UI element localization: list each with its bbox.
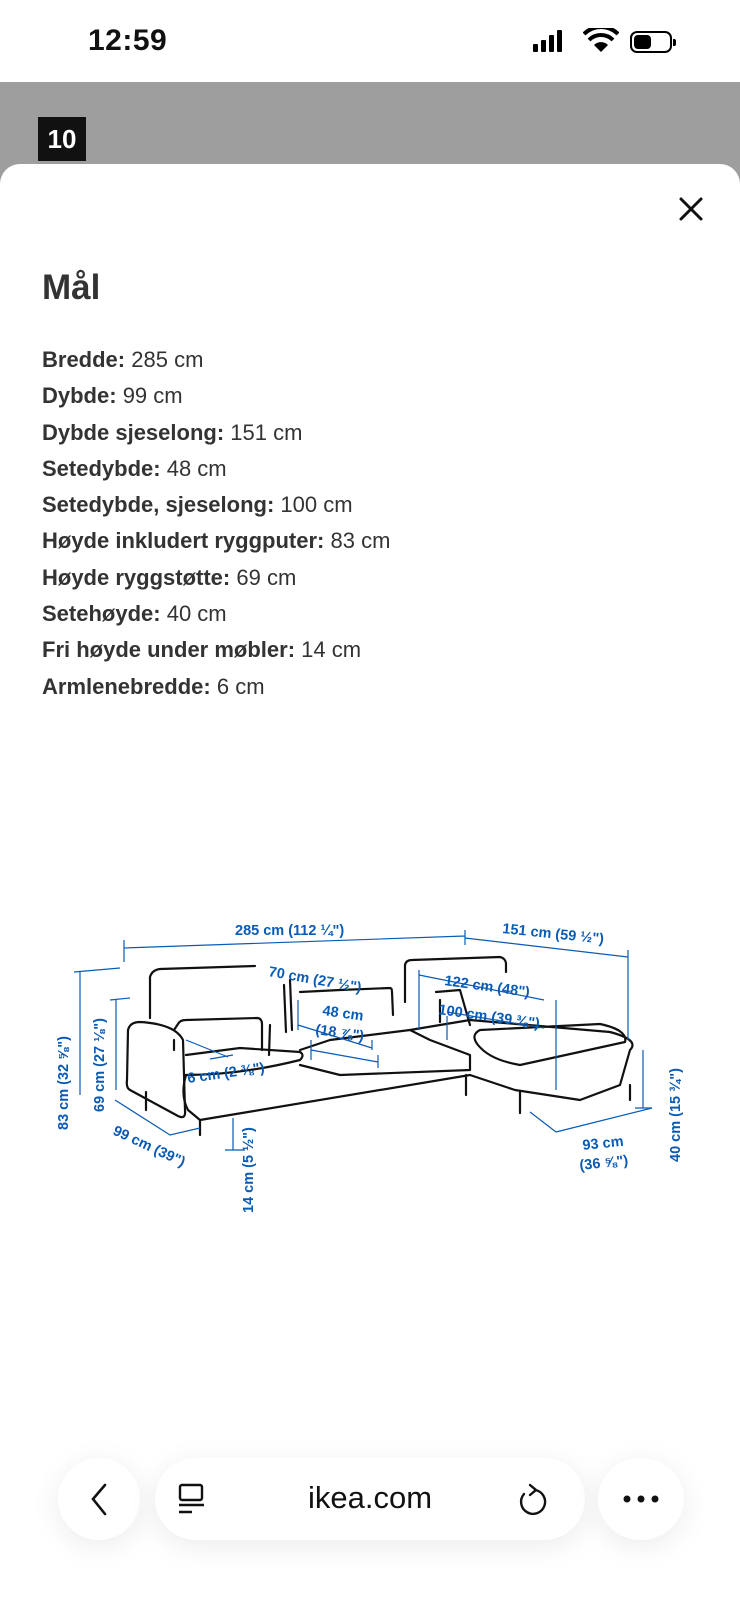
reader-mode-icon: [178, 1483, 204, 1514]
wifi-icon: [583, 28, 619, 52]
spec-value: 99 cm: [122, 383, 183, 409]
height-cushions-label: 83 cm (32 ⅝"): [56, 1036, 72, 1130]
spec-value: 48 cm: [166, 455, 227, 481]
spec-label: Høyde inkludert ryggputer:: [42, 528, 325, 554]
dimension-labels: 285 cm (112 ¼") 151 cm (59 ½") 70 cm (27…: [56, 921, 684, 1213]
back-button[interactable]: [58, 1458, 140, 1540]
battery-icon: [630, 31, 676, 53]
chaise-seat-depth-label: 100 cm (39 ⅜"): [437, 1002, 540, 1032]
sofa-dimension-diagram: 285 cm (112 ¼") 151 cm (59 ½") 70 cm (27…: [56, 921, 684, 1213]
spec-row: Høyde inkludert ryggputer: 83 cm: [42, 523, 390, 559]
spec-row: Armlenebredde: 6 cm: [42, 669, 390, 705]
chaise-width-label: 122 cm (48"): [443, 973, 530, 1001]
status-bar: 12:59: [0, 0, 740, 82]
spec-label: Dybde sjeselong:: [42, 419, 225, 445]
spec-row: Fri høyde under møbler: 14 cm: [42, 632, 390, 668]
depth-label: 99 cm (39"): [110, 1123, 187, 1170]
seat-depth-inch-label: (18 ⅞"): [314, 1022, 365, 1045]
spec-row: Høyde ryggstøtte: 69 cm: [42, 560, 390, 596]
spec-row: Setehøyde: 40 cm: [42, 596, 390, 632]
spec-label: Fri høyde under møbler:: [42, 637, 296, 663]
chaise-width-bottom-label: 93 cm: [582, 1134, 625, 1154]
spec-row: Setedybde: 48 cm: [42, 451, 390, 487]
dimension-lines: [73, 930, 653, 1151]
spec-value: 69 cm: [236, 564, 297, 590]
spec-label: Bredde:: [42, 347, 126, 372]
sheet-title: Mål: [42, 268, 101, 307]
seat-height-label: 40 cm (15 ¾"): [668, 1068, 684, 1162]
dimension-list: Bredde: 285 cm Dybde: 99 cm Dybde sjesel…: [42, 342, 390, 705]
sofa-drawing: [125, 955, 634, 1137]
spec-row: Setedybde, sjeselong: 100 cm: [42, 487, 390, 523]
spec-label: Høyde ryggstøtte:: [42, 564, 231, 590]
spec-value: 83 cm: [330, 528, 391, 554]
clock: 12:59: [88, 24, 168, 57]
spec-value: 151 cm: [230, 419, 303, 445]
spec-value: 40 cm: [166, 601, 227, 627]
seat-depth-label: 48 cm: [321, 1003, 364, 1025]
spec-label: Armlenebredde:: [42, 673, 211, 699]
spec-label: Setedybde:: [42, 455, 161, 481]
url-text: ikea.com: [307, 1480, 433, 1515]
dimensions-sheet: [0, 164, 740, 1600]
spec-label: Setehøyde:: [42, 601, 161, 627]
height-back-label: 69 cm (27 ⅛"): [92, 1018, 108, 1112]
spec-row: Bredde: 285 cm: [42, 342, 390, 378]
spec-value: 285 cm: [131, 347, 204, 372]
clearance-label: 14 cm (5 ½"): [241, 1127, 257, 1213]
signal-icon: [533, 30, 562, 52]
address-bar[interactable]: ikea.com: [155, 1458, 585, 1540]
arm-width-label: 6 cm (2 ⅜"): [186, 1060, 265, 1087]
spec-value: 100 cm: [280, 492, 353, 518]
spec-label: Dybde:: [42, 383, 117, 409]
spec-row: Dybde sjeselong: 151 cm: [42, 415, 390, 451]
close-icon[interactable]: [676, 194, 706, 224]
image-index-badge: 10: [38, 117, 86, 161]
width-label: 285 cm (112 ¼"): [235, 923, 344, 939]
more-options-button[interactable]: [598, 1458, 684, 1540]
chevron-left-icon: [91, 1483, 107, 1516]
chaise-width-bottom-inch-label: (36 ⅝"): [579, 1153, 629, 1174]
reload-icon[interactable]: [515, 1482, 549, 1518]
spec-label: Setedybde, sjeselong:: [42, 492, 275, 518]
spec-value: 6 cm: [216, 673, 265, 699]
spec-value: 14 cm: [301, 637, 362, 663]
ellipsis-icon: [623, 1495, 659, 1503]
spec-row: Dybde: 99 cm: [42, 378, 390, 414]
